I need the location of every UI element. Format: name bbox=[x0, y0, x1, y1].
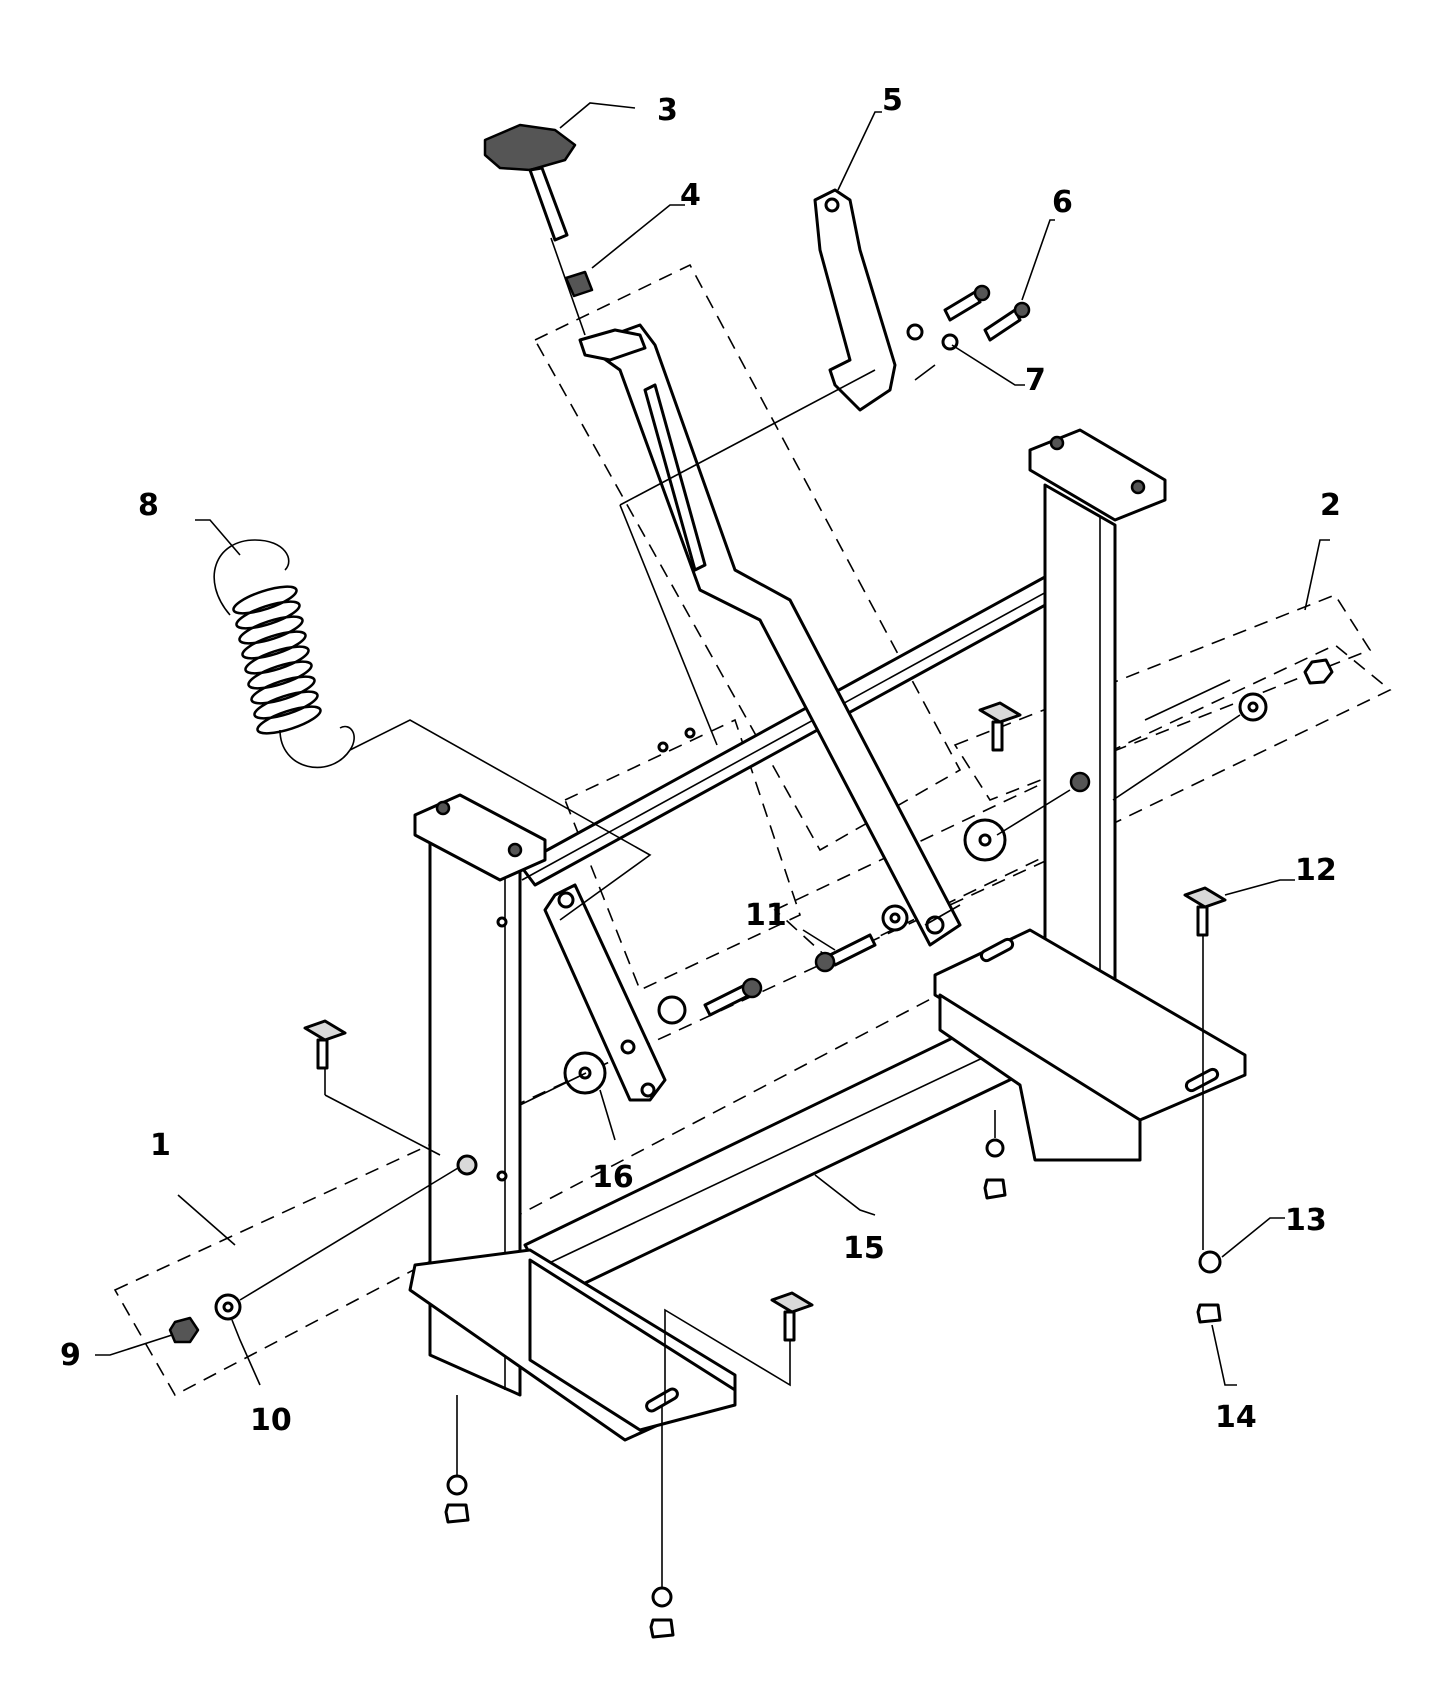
screw-head-icon bbox=[1013, 301, 1031, 319]
washer-icon bbox=[906, 323, 924, 341]
callout-12: 12 bbox=[1295, 853, 1337, 888]
callout-15: 15 bbox=[843, 1231, 885, 1266]
foot-slot bbox=[1184, 1067, 1220, 1093]
callout-1: 1 bbox=[150, 1128, 171, 1163]
bolt-head-icon bbox=[814, 951, 836, 973]
callout-8: 8 bbox=[138, 488, 159, 523]
cap-screw-icon bbox=[1049, 435, 1065, 451]
callout-4: 4 bbox=[680, 178, 701, 213]
washer-icon bbox=[446, 1474, 468, 1496]
callout-leaders bbox=[95, 102, 1330, 1386]
bolt-icon bbox=[828, 933, 877, 967]
bracket-top-tab bbox=[578, 328, 647, 362]
star-knob-icon bbox=[483, 123, 577, 172]
lever-arm bbox=[813, 188, 897, 412]
group-box-left-link bbox=[563, 718, 801, 992]
knob-shaft bbox=[528, 166, 569, 242]
callout-11: 11 bbox=[745, 898, 787, 933]
nut-icon bbox=[444, 1503, 470, 1524]
screw-head-icon bbox=[973, 284, 991, 302]
callout-2: 2 bbox=[1320, 488, 1341, 523]
cap-screw-icon bbox=[1130, 479, 1146, 495]
right-foot bbox=[933, 928, 1247, 1122]
callout-3: 3 bbox=[657, 93, 678, 128]
callout-6: 6 bbox=[1052, 185, 1073, 220]
crossbar-hole bbox=[684, 727, 696, 739]
right-top-cap bbox=[1028, 428, 1167, 522]
nut-icon bbox=[649, 1618, 675, 1639]
cap-screw-icon bbox=[435, 800, 451, 816]
link-hole bbox=[620, 1039, 636, 1055]
post-hole bbox=[496, 1170, 508, 1182]
t-bolt-icon bbox=[770, 1291, 814, 1342]
screw-icon bbox=[983, 308, 1022, 342]
group-box-right-bolt bbox=[953, 594, 1372, 801]
top-crossbar bbox=[518, 553, 1102, 887]
post-bushing bbox=[456, 1154, 478, 1176]
callout-10: 10 bbox=[250, 1403, 292, 1438]
right-upright-post bbox=[1043, 483, 1117, 1007]
tension-spring-icon bbox=[213, 539, 355, 769]
bracket-slot bbox=[643, 383, 707, 572]
nut-icon bbox=[168, 1316, 200, 1344]
lever-hole bbox=[824, 197, 840, 213]
callout-9: 9 bbox=[60, 1338, 81, 1373]
nut-icon bbox=[983, 1178, 1007, 1200]
group-box-right-pivot bbox=[773, 644, 1392, 961]
cap-screw-icon bbox=[507, 842, 523, 858]
left-foot-side bbox=[528, 1258, 737, 1432]
nut-icon bbox=[1196, 1303, 1222, 1324]
washer-icon bbox=[657, 995, 687, 1025]
assembly-lines bbox=[239, 237, 1241, 1587]
washer-icon bbox=[985, 1138, 1005, 1158]
callout-14: 14 bbox=[1215, 1400, 1257, 1435]
t-bolt-icon bbox=[303, 1019, 347, 1070]
callout-16: 16 bbox=[592, 1160, 634, 1195]
washer-icon bbox=[651, 1586, 673, 1608]
square-nut-icon bbox=[564, 270, 594, 298]
group-box-upper-bracket bbox=[533, 263, 962, 852]
callout-13: 13 bbox=[1285, 1203, 1327, 1238]
callout-5: 5 bbox=[882, 83, 903, 118]
link-hole bbox=[557, 891, 575, 909]
foot-slot bbox=[979, 937, 1015, 963]
screw-icon bbox=[943, 290, 982, 322]
t-bolt-icon bbox=[1183, 886, 1227, 937]
left-top-cap bbox=[413, 793, 547, 882]
callout-7: 7 bbox=[1025, 363, 1046, 398]
crossbar-hole bbox=[657, 741, 669, 753]
washer-icon bbox=[1198, 1250, 1222, 1274]
nut-icon bbox=[1303, 658, 1334, 685]
right-foot-side bbox=[938, 993, 1142, 1162]
link-hole bbox=[640, 1082, 656, 1098]
nut-icon bbox=[1069, 771, 1091, 793]
t-bolt-icon bbox=[978, 701, 1022, 752]
bolt-head-icon bbox=[741, 977, 763, 999]
post-hole bbox=[496, 916, 508, 928]
